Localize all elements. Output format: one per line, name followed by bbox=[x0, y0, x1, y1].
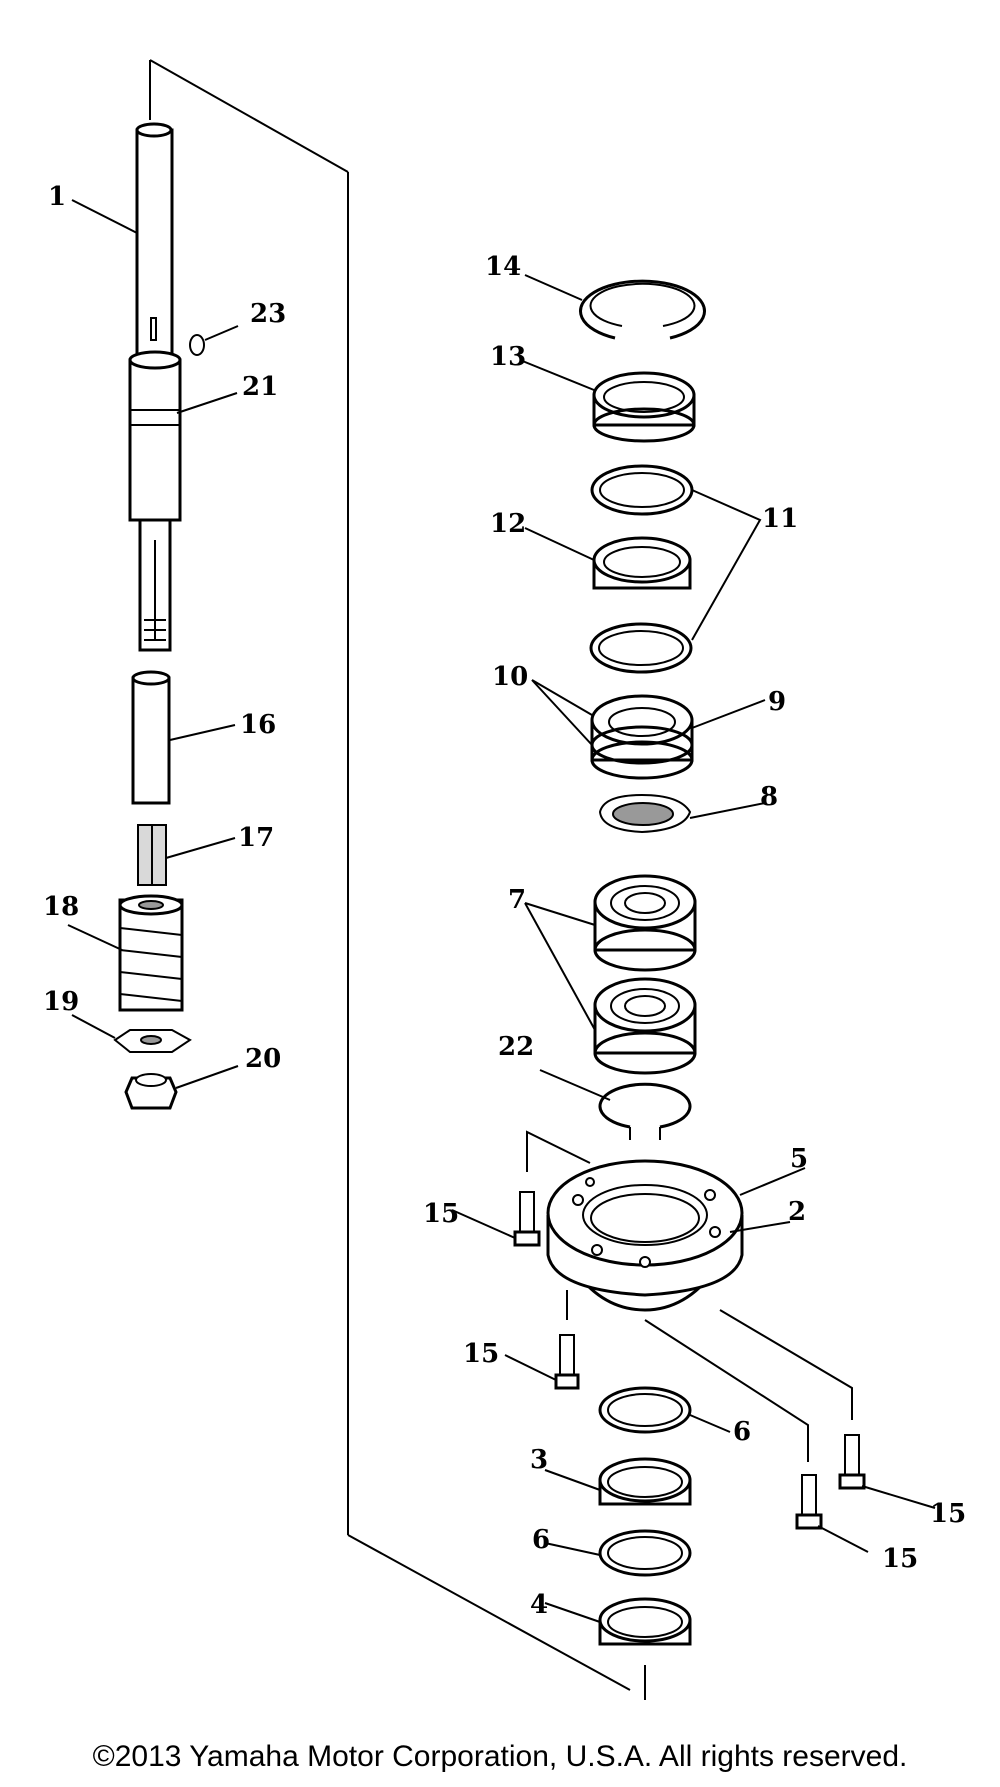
housing-part-5 bbox=[546, 1159, 744, 1312]
bolt-alignment-lines bbox=[526, 1130, 853, 1462]
callout-20: 20 bbox=[245, 1044, 281, 1074]
callout-6-upper: 6 bbox=[733, 1417, 751, 1447]
bearing-part-7-lower bbox=[593, 977, 697, 1075]
callout-2: 2 bbox=[788, 1197, 806, 1227]
bolt-part-15-left-upper bbox=[513, 1191, 541, 1247]
callout-15-left-upper: 15 bbox=[423, 1199, 459, 1229]
spring-part-18 bbox=[118, 894, 184, 1012]
callout-6-lower: 6 bbox=[532, 1525, 550, 1555]
callout-labels: 1 2 3 4 5 6 6 7 8 9 10 11 12 13 14 15 15… bbox=[43, 182, 966, 1620]
callout-15-right-lower: 15 bbox=[882, 1544, 918, 1574]
shaft-lower-end bbox=[138, 518, 172, 652]
callout-18: 18 bbox=[43, 892, 79, 922]
leader-lines bbox=[67, 199, 936, 1623]
callout-14: 14 bbox=[485, 252, 521, 282]
snap-ring-part-14 bbox=[579, 279, 706, 340]
sleeve-part-21 bbox=[128, 350, 182, 522]
bolt-part-15-left-lower bbox=[554, 1334, 580, 1390]
rod-part-16 bbox=[131, 670, 171, 805]
o-ring-part-11-lower bbox=[589, 622, 693, 674]
callout-13: 13 bbox=[490, 342, 526, 372]
callout-11: 11 bbox=[762, 504, 798, 534]
callout-9: 9 bbox=[768, 687, 786, 717]
collar-part-12 bbox=[592, 536, 692, 590]
o-ring-part-11-upper bbox=[590, 464, 694, 516]
callout-22: 22 bbox=[498, 1032, 534, 1062]
bearing-part-7-upper bbox=[593, 874, 697, 972]
callout-8: 8 bbox=[760, 782, 778, 812]
nut-part-20 bbox=[124, 1073, 178, 1110]
collar-part-13 bbox=[592, 371, 696, 443]
bushing-part-4 bbox=[598, 1597, 692, 1646]
callout-12: 12 bbox=[490, 509, 526, 539]
callout-10: 10 bbox=[492, 662, 528, 692]
shaft-part-1 bbox=[135, 122, 174, 362]
bolt-part-15-right-lower bbox=[795, 1474, 823, 1530]
callout-23: 23 bbox=[250, 299, 286, 329]
callout-15-left-lower: 15 bbox=[463, 1339, 499, 1369]
callout-7: 7 bbox=[508, 885, 526, 915]
callout-19: 19 bbox=[43, 987, 79, 1017]
o-ring-part-6-upper bbox=[598, 1386, 692, 1434]
washer-part-8 bbox=[598, 793, 692, 834]
callout-15-right-upper: 15 bbox=[930, 1499, 966, 1529]
callout-21: 21 bbox=[242, 372, 278, 402]
assembly-frame bbox=[149, 59, 646, 1700]
key-part-17 bbox=[137, 824, 167, 886]
washer-part-19 bbox=[113, 1029, 192, 1053]
callout-1: 1 bbox=[48, 182, 66, 212]
bushing-part-3 bbox=[598, 1457, 692, 1506]
seal-part-9 bbox=[590, 694, 694, 780]
callout-3: 3 bbox=[530, 1445, 548, 1475]
callout-16: 16 bbox=[240, 710, 276, 740]
o-ring-part-6-lower bbox=[598, 1529, 692, 1577]
pin-part-23 bbox=[189, 334, 205, 356]
callout-4: 4 bbox=[530, 1590, 548, 1620]
callout-17: 17 bbox=[238, 823, 274, 853]
callout-5: 5 bbox=[790, 1144, 808, 1174]
bolt-part-15-right-upper bbox=[838, 1434, 866, 1490]
copyright-notice: ©2013 Yamaha Motor Corporation, U.S.A. A… bbox=[92, 1740, 908, 1773]
circlip-part-22 bbox=[598, 1082, 692, 1140]
